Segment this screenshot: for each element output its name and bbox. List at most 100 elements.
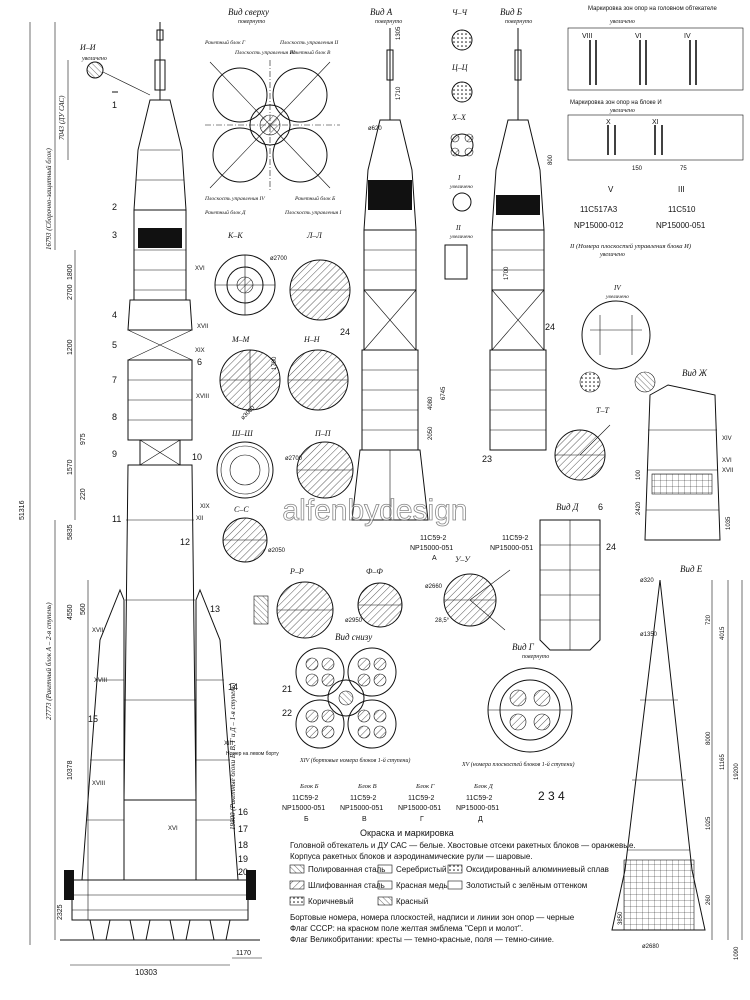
ref-24c: 24: [606, 542, 616, 552]
svg-text:1: 1: [112, 100, 117, 110]
section-ss-drawing: [222, 517, 268, 563]
view-a-drawing: [351, 28, 429, 521]
g-caption: XV (номера плоскостей блоков 1-й ступени…: [461, 761, 574, 768]
zh-xvi: XVI: [722, 458, 732, 464]
section-chch-drawing: [451, 29, 473, 51]
mark-dim-75: 75: [680, 166, 687, 172]
dim-5835: 5835: [67, 524, 74, 540]
svg-text:18: 18: [238, 840, 248, 850]
mark-dim-150: 150: [632, 166, 643, 172]
section-tt: Т–Т: [596, 406, 609, 415]
ref-21: 21: [282, 684, 292, 694]
code-mid1: 11С59-2: [420, 535, 446, 542]
svg-text:XIX: XIX: [195, 348, 205, 354]
block-d-title: Блок Д: [473, 783, 494, 790]
mark-iii: III: [678, 185, 685, 194]
digits-234: 2 3 4: [538, 789, 565, 803]
dim-800: 800: [548, 154, 554, 165]
section-ss: С–С: [234, 505, 249, 514]
ref-23: 23: [482, 454, 492, 464]
dim-4550: 4550: [67, 604, 74, 620]
view-b-sub: повернуто: [505, 19, 532, 25]
section-ii: [86, 61, 151, 96]
block-b-letter: Б: [304, 816, 309, 823]
section-ii2: II: [455, 224, 461, 232]
block-d-code: 11С59-2: [466, 795, 492, 802]
dim-2325: 2325: [57, 904, 64, 920]
dim-total: 51316: [19, 500, 26, 520]
section-xx: Х–Х: [451, 113, 467, 122]
mark-v: V: [608, 185, 614, 194]
svg-text:13: 13: [210, 604, 220, 614]
legend-note1: Бортовые номера, номера плоскостей, надп…: [290, 913, 575, 922]
left-number-badges: 1 2 3 4 5 6 7 8 9 10 11 12 13 14 15 16 1…: [88, 100, 248, 877]
dim-1200: 1200: [67, 339, 74, 355]
dim-kk: ø2700: [270, 256, 288, 262]
svg-text:19: 19: [238, 854, 248, 864]
bottom-block-codes: Блок Б 11С59-2 NP15000-051 Б Блок В 11С5…: [282, 783, 499, 823]
view-a-sub: повернуто: [375, 19, 402, 25]
dim-ss: ø2050: [268, 548, 286, 554]
watermark-text: alfenbydesign: [282, 494, 467, 527]
section-mm-drawing: [219, 349, 281, 411]
legend-item-3: Оксидированный алюминиевый сплав: [466, 865, 609, 874]
zh-xiv: XIV: [722, 436, 732, 442]
dim-ff: ø2950: [345, 618, 363, 624]
svg-text:14: 14: [228, 682, 238, 692]
section-ff-drawing: [357, 582, 403, 628]
view-zh-drawing: [644, 384, 721, 541]
view-d-title: Вид Д: [556, 502, 580, 512]
dim-1305: 1305: [396, 26, 402, 40]
block-v-code: 11С59-2: [350, 795, 376, 802]
ref-24a: 24: [340, 327, 350, 337]
dim-1800: 1800: [67, 264, 74, 280]
bottom-view-drawing: [295, 647, 397, 749]
svg-text:2: 2: [112, 202, 117, 212]
legend-note2: Флаг СССР: на красном поле желтая эмблем…: [290, 924, 523, 933]
legend-note3: Флаг Великобритании: кресты — темно-крас…: [290, 935, 554, 944]
dim-2680: ø2680: [642, 944, 660, 950]
legend-item-4: Шлифованная сталь: [308, 881, 385, 890]
view-zh-title: Вид Ж: [682, 368, 708, 378]
block-b-np: NP15000-051: [282, 805, 325, 812]
dim-1350: ø1350: [640, 632, 658, 638]
dim-angle: 28,5°: [435, 618, 450, 624]
top-label-rb4: Ракетный блок В: [289, 49, 331, 56]
section-chch: Ч–Ч: [452, 8, 468, 17]
section-nn-drawing: [287, 349, 349, 411]
marking-sub: увеличено: [609, 19, 635, 25]
zh-xvii: XVII: [722, 468, 734, 474]
dim-1035: 1035: [726, 516, 732, 530]
dim-11165: 11165: [720, 754, 726, 770]
code-11c510: 11С510: [668, 205, 696, 214]
top-label-rb3: Плоскость управления III: [234, 50, 296, 56]
code-mid3: А: [432, 555, 437, 562]
marking-sub2: увеличено: [609, 108, 635, 114]
svg-text:10: 10: [192, 452, 202, 462]
section-pp: П–П: [314, 429, 332, 438]
dim-220: 220: [80, 488, 87, 500]
svg-text:8: 8: [112, 412, 117, 422]
section-ll-drawing: [289, 259, 351, 321]
section-i: I: [457, 174, 461, 182]
top-label-rb2: Плоскость управления II: [279, 40, 339, 46]
mark-xi: XI: [652, 119, 659, 126]
svg-text:XVIII: XVIII: [94, 678, 107, 684]
block-d-letter: Д: [478, 816, 483, 823]
legend-item-6: Золотистый с зелёным оттенком: [466, 881, 587, 890]
top-label-pl4: Плоскость управления IV: [204, 196, 265, 202]
svg-text:7: 7: [112, 375, 117, 385]
dim-3850: 3850: [618, 911, 624, 925]
svg-text:XVI: XVI: [168, 826, 178, 832]
dim-620: ø620: [368, 126, 382, 132]
svg-text:3: 3: [112, 230, 117, 240]
dim-1025: 1025: [706, 816, 712, 830]
section-nn: Н–Н: [303, 335, 321, 344]
view-bottom-title: Вид снизу: [335, 632, 372, 642]
section-iv-drawing: [579, 300, 656, 393]
marking-title: Маркировка зон опор на головном обтекате…: [588, 6, 717, 12]
view-g-drawing: [487, 667, 573, 753]
top-label-rb5: Ракетный блок Б: [294, 195, 336, 202]
dim-720: 720: [706, 614, 712, 625]
